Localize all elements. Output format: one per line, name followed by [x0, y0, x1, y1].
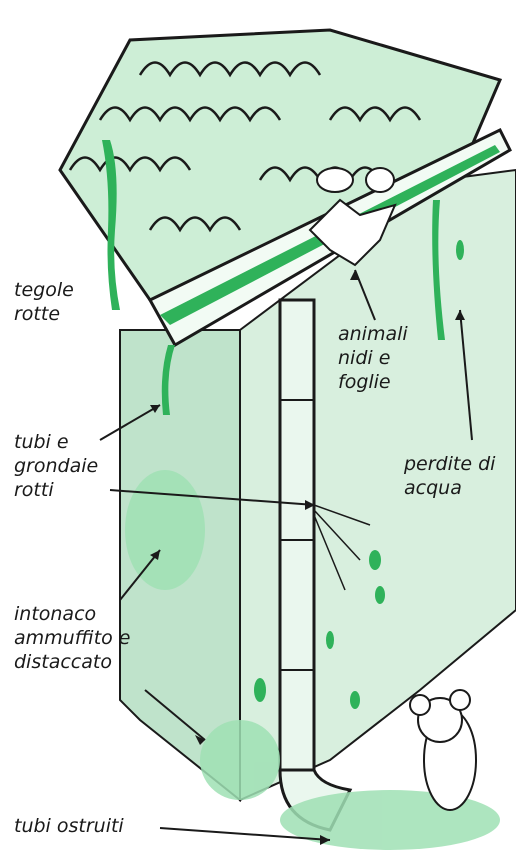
label-animals-nests-leaves: animali nidi e foglie	[338, 322, 408, 394]
label-clogged-pipes: tubi ostruiti	[14, 814, 124, 838]
label-water-leaks: perdite di acqua	[404, 452, 495, 500]
label-broken-tiles: tegole rotte	[14, 278, 74, 326]
label-mold-plaster: intonaco ammuffito e distaccato	[14, 602, 131, 674]
downpipe	[280, 300, 314, 770]
label-broken-pipes: tubi e grondaie rotti	[14, 430, 98, 502]
